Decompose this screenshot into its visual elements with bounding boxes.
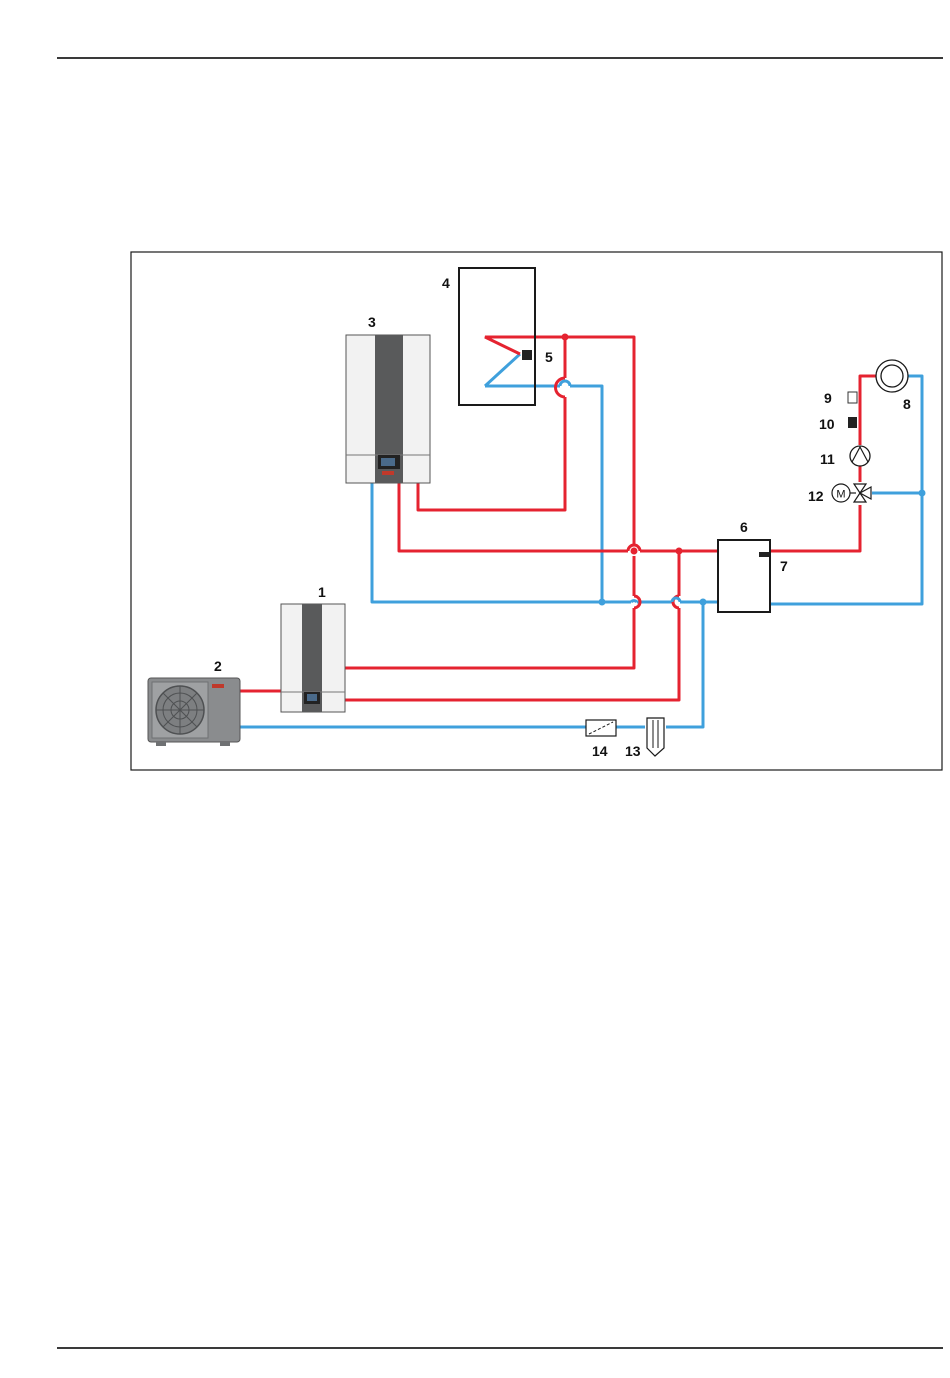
crossover-hop xyxy=(631,601,637,602)
label-6: 6 xyxy=(740,519,748,535)
motor-symbol: M xyxy=(836,489,845,501)
label-10: 10 xyxy=(819,416,835,432)
mixing-valve-12-icon: M xyxy=(832,484,871,502)
sensor-9 xyxy=(848,392,857,403)
sensor-7 xyxy=(759,552,769,557)
label-8: 8 xyxy=(903,396,911,412)
coil-supply xyxy=(485,337,520,354)
sensor-10 xyxy=(848,417,857,428)
outdoor-unit-2 xyxy=(148,678,240,746)
crossover-hop xyxy=(672,598,680,602)
indoor-unit-3 xyxy=(346,335,430,483)
label-7: 7 xyxy=(780,558,788,574)
label-13: 13 xyxy=(625,743,641,759)
label-5: 5 xyxy=(545,349,553,365)
indoor-unit-1 xyxy=(281,604,345,712)
pump-11-icon xyxy=(850,446,870,466)
sensor-5 xyxy=(522,350,532,360)
label-4: 4 xyxy=(442,275,450,291)
strainer-13-icon xyxy=(647,718,664,756)
buffer-tank-6 xyxy=(718,540,770,612)
heating-circuit-8 xyxy=(876,360,908,392)
label-11: 11 xyxy=(820,451,835,467)
crossover-hop xyxy=(560,381,570,386)
filter-14-icon xyxy=(586,720,616,736)
label-14: 14 xyxy=(592,743,608,759)
label-2: 2 xyxy=(214,658,222,674)
coil-return xyxy=(485,354,520,386)
label-3: 3 xyxy=(368,314,376,330)
label-1: 1 xyxy=(318,584,326,600)
label-12: 12 xyxy=(808,488,824,504)
label-9: 9 xyxy=(824,390,832,406)
